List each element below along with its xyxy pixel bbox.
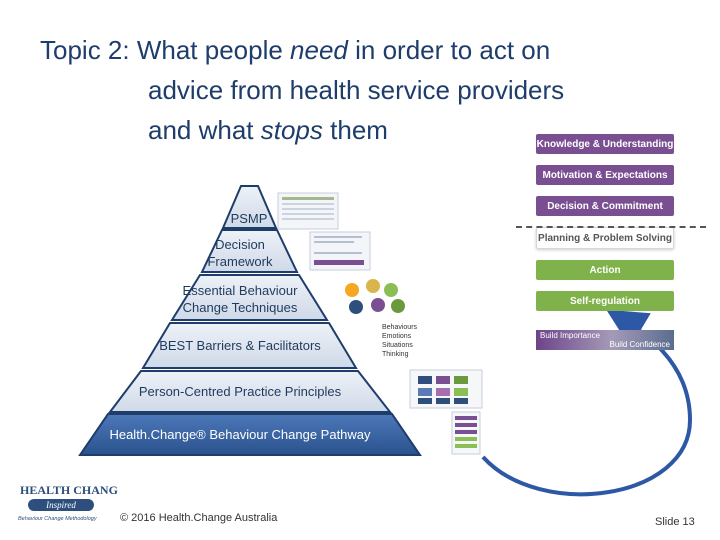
slide-title: Topic 2: What people need in order to ac… bbox=[40, 30, 660, 150]
pyramid-layer-best bbox=[141, 322, 358, 369]
title-line-3: and what stops them bbox=[148, 115, 388, 145]
dashed-divider bbox=[516, 226, 706, 228]
pyramid-layer-decision bbox=[200, 229, 299, 273]
technique-circle bbox=[371, 298, 385, 312]
pyramid-layer-techniques bbox=[170, 274, 329, 321]
step-decision: Decision & Commitment bbox=[536, 196, 674, 216]
step-knowledge: Knowledge & Understanding bbox=[536, 134, 674, 154]
technique-circle bbox=[391, 299, 405, 313]
confidence-label: Build Confidence bbox=[609, 340, 670, 349]
technique-circle bbox=[349, 300, 363, 314]
pyramid-label-psmp: PSMP bbox=[230, 211, 268, 226]
pyramid-label-best: BEST Barriers & Facilitators bbox=[159, 338, 321, 353]
importance-label: Build Importance bbox=[540, 331, 601, 340]
logo-line-2: Inspired bbox=[45, 500, 76, 510]
pyramid-layer-principles bbox=[107, 370, 393, 413]
pyramid-layer-psmp bbox=[221, 185, 278, 229]
copyright-text: © 2016 Health.Change Australia bbox=[120, 512, 278, 524]
step-motivation: Motivation & Expectations bbox=[536, 165, 674, 185]
bes-item: Behaviours bbox=[382, 324, 418, 331]
title-line-1: Topic 2: What people need in order to ac… bbox=[40, 35, 551, 65]
importance-confidence-bar: Build Importance Build Confidence bbox=[536, 330, 674, 350]
step-action: Action bbox=[536, 260, 674, 280]
logo-line-1: HEALTH CHANGE bbox=[20, 483, 118, 497]
bes-list: Behaviours Emotions Situations Thinking bbox=[382, 323, 417, 359]
step-self-regulation: Self-regulation bbox=[536, 291, 674, 311]
pyramid-label-pathway: Health.Change® Behaviour Change Pathway bbox=[109, 427, 371, 442]
logo-line-3: Behaviour Change Methodology bbox=[18, 516, 98, 522]
technique-circle bbox=[345, 283, 359, 297]
technique-circle bbox=[384, 283, 398, 297]
technique-circle bbox=[366, 279, 380, 293]
bes-item: Thinking bbox=[382, 351, 409, 358]
pathway-steps: Knowledge & Understanding Motivation & E… bbox=[536, 134, 674, 322]
pyramid-label-principles: Person-Centred Practice Principles bbox=[138, 384, 342, 399]
title-line-2: advice from health service providers bbox=[148, 75, 565, 105]
pyramid-label-decision: Decision Framework bbox=[207, 237, 273, 269]
bes-item: Situations bbox=[382, 342, 413, 349]
step-planning: Planning & Problem Solving bbox=[536, 227, 674, 249]
slide-number: Slide 13 bbox=[655, 516, 695, 528]
pyramid-label-techniques: Essential Behaviour Change Techniques bbox=[182, 283, 298, 315]
pyramid-layer-pathway bbox=[78, 413, 422, 456]
bes-item: Emotions bbox=[382, 333, 412, 340]
healthchange-logo: HEALTH CHANGE Inspired Behaviour Change … bbox=[14, 478, 126, 524]
